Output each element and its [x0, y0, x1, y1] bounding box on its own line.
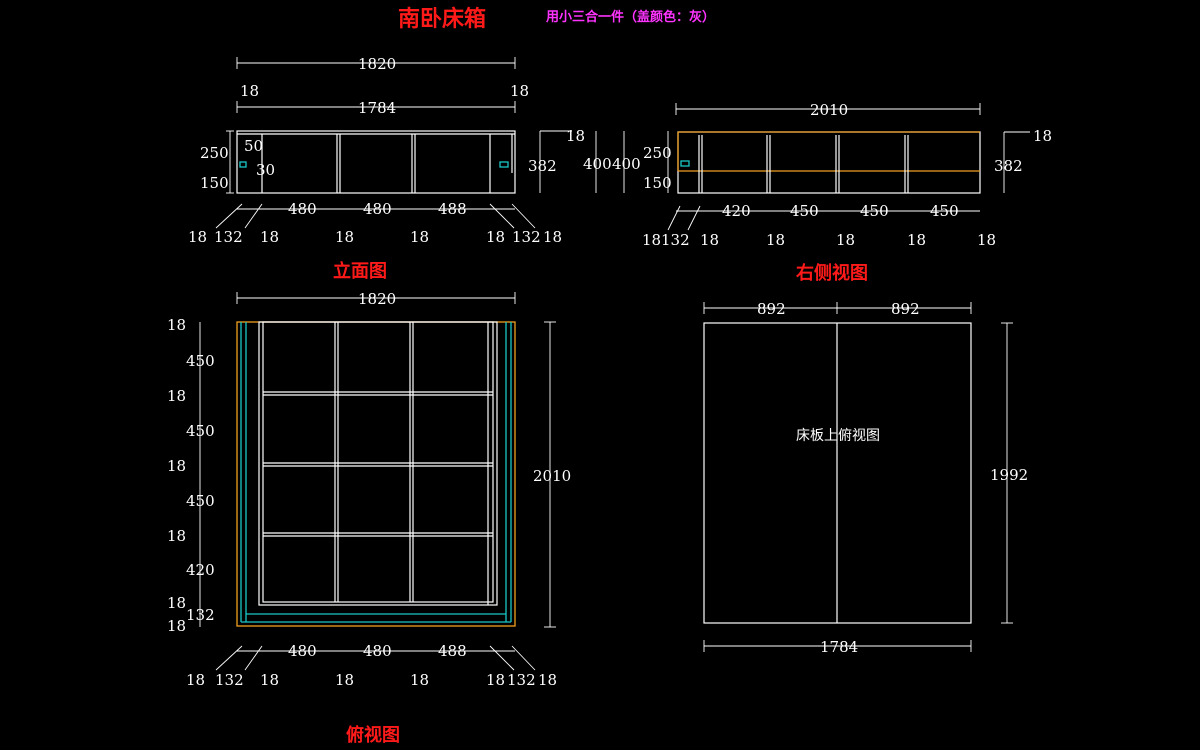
elev-dim-h150: 150	[200, 174, 229, 192]
elevation-view: 1820 1784 18 18 250 150 50 30 18 382 400	[188, 55, 641, 282]
plan-bay-2: 480	[363, 642, 392, 660]
side-bottom-6: 18	[907, 231, 926, 249]
side-dim-top18: 18	[1033, 127, 1052, 145]
plan-left-7: 18	[167, 527, 186, 545]
plan-left-3: 18	[167, 387, 186, 405]
plan-bottom-3: 18	[260, 671, 279, 689]
plan-bottom-5: 18	[410, 671, 429, 689]
plan-left-8: 420	[186, 561, 215, 579]
elev-dim-overall: 1820	[358, 55, 396, 73]
plan-left-10: 132	[186, 606, 215, 624]
right-side-label: 右侧视图	[796, 262, 868, 284]
side-dim-overall: 2010	[810, 101, 848, 119]
side-bay-4: 450	[930, 202, 959, 220]
elev-dim-side-right: 18	[510, 82, 529, 100]
plan-bay-1: 480	[288, 642, 317, 660]
board-top-label: 床板上俯视图	[796, 428, 880, 444]
elev-bottom-3: 18	[260, 228, 279, 246]
side-dim-h382: 382	[994, 157, 1023, 175]
plan-bottom-6: 18	[486, 671, 505, 689]
elev-bottom-8: 18	[543, 228, 562, 246]
elev-bottom-2: 132	[214, 228, 243, 246]
elev-dim-h400a: 400	[583, 155, 612, 173]
elev-bottom-5: 18	[410, 228, 429, 246]
elev-dim-side-left: 18	[240, 82, 259, 100]
side-bay-1: 420	[722, 202, 751, 220]
elev-bay-3: 488	[438, 200, 467, 218]
plan-left-6: 450	[186, 492, 215, 510]
side-dim-h250: 250	[643, 144, 672, 162]
elev-dim-top18: 18	[566, 127, 585, 145]
drawing-title: 南卧床箱	[398, 6, 486, 32]
elev-bay-2: 480	[363, 200, 392, 218]
side-bottom-5: 18	[836, 231, 855, 249]
plan-left-2: 450	[186, 352, 215, 370]
side-bottom-7: 18	[977, 231, 996, 249]
plan-bay-3: 488	[438, 642, 467, 660]
side-bottom-4: 18	[766, 231, 785, 249]
elev-dim-h382: 382	[528, 157, 557, 175]
plan-bottom-8: 18	[538, 671, 557, 689]
elev-dim-inner: 1784	[358, 99, 396, 117]
side-bottom-1: 18	[642, 231, 661, 249]
elev-dim-h250: 250	[200, 144, 229, 162]
elev-bottom-4: 18	[335, 228, 354, 246]
plan-bottom-7: 132	[507, 671, 536, 689]
board-top-view: 892 892 床板上俯视图 1992 1784	[703, 300, 1028, 656]
elev-bottom-7: 132	[512, 228, 541, 246]
plan-bottom-2: 132	[215, 671, 244, 689]
side-box-outline	[677, 131, 981, 194]
drawing-subtitle: 用小三合一件（盖颜色：灰）	[545, 9, 715, 25]
elevation-label: 立面图	[333, 260, 387, 282]
plan-left-5: 18	[167, 457, 186, 475]
board-dim-left: 892	[757, 300, 786, 318]
plan-dim-depth: 2010	[533, 467, 571, 485]
plan-left-11: 18	[167, 617, 186, 635]
plan-dim-overall: 1820	[358, 290, 396, 308]
board-dim-overall: 1784	[820, 638, 858, 656]
right-side-view: 2010 250 150 18 382 420 450 450 450 18 1…	[642, 101, 1052, 284]
elev-bottom-6: 18	[486, 228, 505, 246]
side-bay-3: 450	[860, 202, 889, 220]
elev-bottom-1: 18	[188, 228, 207, 246]
plan-bottom-1: 18	[186, 671, 205, 689]
side-bay-2: 450	[790, 202, 819, 220]
side-bottom-3: 18	[700, 231, 719, 249]
elev-dim-h50: 50	[244, 137, 263, 155]
elev-dim-h400b: 400	[612, 155, 641, 173]
plan-view: 1820 2010 18 450 18 450 18 450 18 420 18	[167, 290, 571, 746]
plan-left-4: 450	[186, 422, 215, 440]
plan-label: 俯视图	[346, 724, 400, 746]
board-dim-depth: 1992	[990, 466, 1028, 484]
board-dim-right: 892	[891, 300, 920, 318]
side-dim-h150: 150	[643, 174, 672, 192]
plan-left-9: 18	[167, 594, 186, 612]
plan-bottom-4: 18	[335, 671, 354, 689]
elev-bay-1: 480	[288, 200, 317, 218]
plan-left-1: 18	[167, 316, 186, 334]
elev-dim-h30: 30	[256, 161, 275, 179]
elev-box-outline	[236, 130, 516, 194]
side-bottom-2: 132	[661, 231, 690, 249]
